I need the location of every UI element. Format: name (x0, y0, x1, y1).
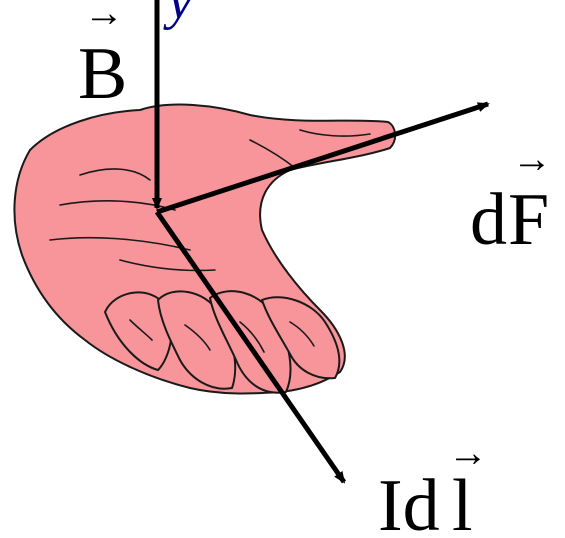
magnetic-field-label: B (78, 33, 127, 115)
label-dF: d → F (470, 136, 552, 261)
hand-icon (14, 105, 395, 394)
label-B: → B (78, 0, 127, 115)
vector-arrow-B: → (84, 0, 124, 35)
top-glyph: y (163, 0, 193, 31)
label-Idl: Id → l (378, 430, 488, 538)
force-symbol-label: F (508, 179, 549, 261)
force-prefix-label: d (470, 179, 507, 261)
current-symbol-label: l (452, 465, 473, 538)
current-prefix-label: Id (378, 465, 440, 538)
vector-arrow-F: → (512, 136, 552, 181)
